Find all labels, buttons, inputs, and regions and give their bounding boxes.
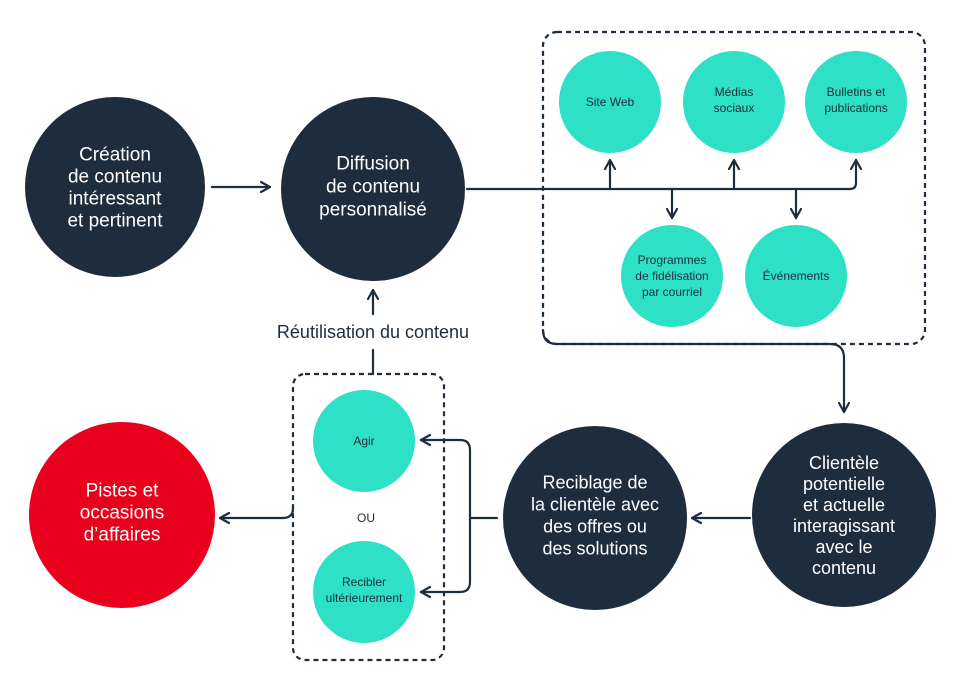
label-line: Médias bbox=[715, 85, 754, 99]
bulletins-label: Bulletins et publications bbox=[824, 85, 887, 115]
evenements-label: Événements bbox=[763, 268, 830, 283]
medias-sociaux-label: Médias sociaux bbox=[714, 85, 755, 115]
reuse-label: Réutilisation du contenu bbox=[277, 322, 469, 342]
label-line: sociaux bbox=[714, 101, 755, 115]
label-line: de contenu bbox=[68, 167, 162, 188]
label-line: occasions bbox=[80, 503, 165, 524]
node-creation bbox=[25, 97, 205, 277]
node-recibler bbox=[313, 541, 415, 643]
label-line: Clientèle bbox=[809, 453, 879, 473]
node-medias-sociaux bbox=[683, 51, 785, 153]
label-line: avec le bbox=[815, 537, 872, 557]
label-line: Événements bbox=[763, 268, 830, 283]
label-line: des offres ou bbox=[543, 516, 647, 536]
node-reciblage bbox=[503, 426, 687, 610]
label-line: intéressant bbox=[69, 189, 163, 210]
label-line: la clientèle avec bbox=[531, 494, 659, 514]
node-bulletins bbox=[805, 51, 907, 153]
label-line: par courriel bbox=[642, 285, 702, 299]
label-line: Reciblage de bbox=[542, 472, 647, 492]
connector-actions-brace bbox=[281, 506, 295, 520]
recibler-label: Recibler ultérieurement bbox=[326, 575, 403, 605]
label-line: interagissant bbox=[793, 516, 895, 536]
node-site-web bbox=[559, 51, 661, 153]
label-line: Création bbox=[79, 145, 151, 166]
label-line: et actuelle bbox=[803, 495, 885, 515]
site-web-label: Site Web bbox=[586, 95, 635, 109]
label-line: contenu bbox=[812, 558, 876, 578]
label-line: potentielle bbox=[803, 474, 885, 494]
label-line: et pertinent bbox=[67, 211, 163, 232]
label-line: personnalisé bbox=[319, 200, 427, 221]
label-line: de contenu bbox=[326, 177, 420, 198]
programmes-label: Programmes de fidélisation par courriel bbox=[635, 253, 708, 299]
connector-channels-to-clientele bbox=[541, 328, 844, 414]
label-line: Pistes et bbox=[86, 481, 160, 502]
label-line: publications bbox=[824, 101, 887, 115]
label-line: ultérieurement bbox=[326, 591, 403, 605]
label-line: Programmes bbox=[638, 253, 707, 267]
node-clientele bbox=[752, 423, 936, 607]
label-line: d’affaires bbox=[84, 525, 161, 546]
label-line: de fidélisation bbox=[635, 269, 708, 283]
actions-dashed-group bbox=[291, 372, 446, 662]
label-line: Diffusion bbox=[336, 154, 410, 175]
node-agir bbox=[313, 390, 415, 492]
or-label: OU bbox=[357, 511, 375, 525]
node-programmes bbox=[621, 225, 723, 327]
label-line: Site Web bbox=[586, 95, 635, 109]
label-line: Agir bbox=[353, 434, 374, 448]
arrow-bracket-to-recibler bbox=[419, 516, 472, 592]
node-diffusion bbox=[281, 97, 465, 281]
arrow-bus-to-bulletins bbox=[848, 158, 856, 191]
agir-label: Agir bbox=[353, 434, 374, 448]
label-line: des solutions bbox=[542, 538, 647, 558]
label-line: Recibler bbox=[342, 575, 386, 589]
node-pistes bbox=[29, 422, 215, 608]
node-evenements bbox=[745, 225, 847, 327]
arrow-bracket-to-agir bbox=[419, 440, 472, 520]
label-line: Bulletins et bbox=[827, 85, 886, 99]
